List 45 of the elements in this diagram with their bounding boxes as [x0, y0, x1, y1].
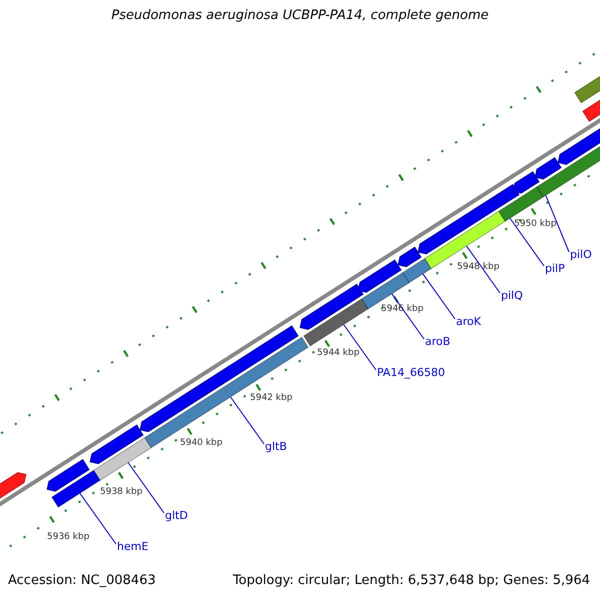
gene-name: gltD [165, 510, 188, 523]
gene-name: gltB [265, 441, 287, 454]
gene-name: pilO [570, 249, 592, 262]
gene-bar [418, 194, 504, 254]
gene-bar [93, 437, 152, 481]
gene-name: hemE [117, 541, 148, 554]
leader-line [545, 194, 570, 252]
scale-label: 5948 kbp [457, 262, 500, 272]
gene-bar [424, 210, 506, 270]
gene-bar [90, 424, 144, 464]
scale-label: 5940 kbp [180, 438, 222, 448]
leader-line [466, 246, 500, 294]
gene-name: aroB [425, 336, 450, 349]
gene-bar [358, 259, 402, 293]
gene-bar [494, 184, 520, 206]
scale-label: 5938 kbp [100, 487, 142, 498]
gene-bar [51, 470, 101, 508]
scale-label: 5950 kbp [514, 219, 556, 230]
gene-name: PA14_66580 [377, 367, 445, 380]
gene-name: aroK [456, 316, 481, 329]
gene-bar [402, 258, 432, 284]
gene-name: pilP [545, 263, 565, 276]
scale-label: 5936 kbp [47, 532, 90, 542]
gene-bar [300, 284, 364, 330]
gene-bar [512, 171, 540, 194]
leader-line [422, 273, 456, 320]
accession-note: Accession: NC_008463 [8, 574, 156, 589]
leader-line [128, 462, 164, 514]
gene-bar [140, 325, 299, 432]
leader-line [230, 396, 264, 444]
genome-summary-note: Topology: circular; Length: 6,537,648 bp; Genes: 5,964 [232, 574, 590, 589]
gene-bar [558, 127, 600, 165]
gene-bar [534, 157, 562, 180]
leader-line [343, 324, 376, 370]
title: Pseudomonas aeruginosa UCBPP-PA14, complete genome [110, 9, 490, 24]
gene-bar [398, 246, 422, 268]
gene-bar [303, 298, 369, 347]
leader-line [79, 492, 116, 544]
scale-label: 5944 kbp [317, 348, 360, 358]
leader-line [391, 293, 424, 340]
scale-label: 5946 kbp [381, 304, 424, 314]
gene-bar [536, 144, 600, 198]
gene-bar [46, 458, 90, 492]
gene-name: pilQ [501, 290, 523, 303]
scale-label: 5942 kbp [250, 393, 292, 404]
